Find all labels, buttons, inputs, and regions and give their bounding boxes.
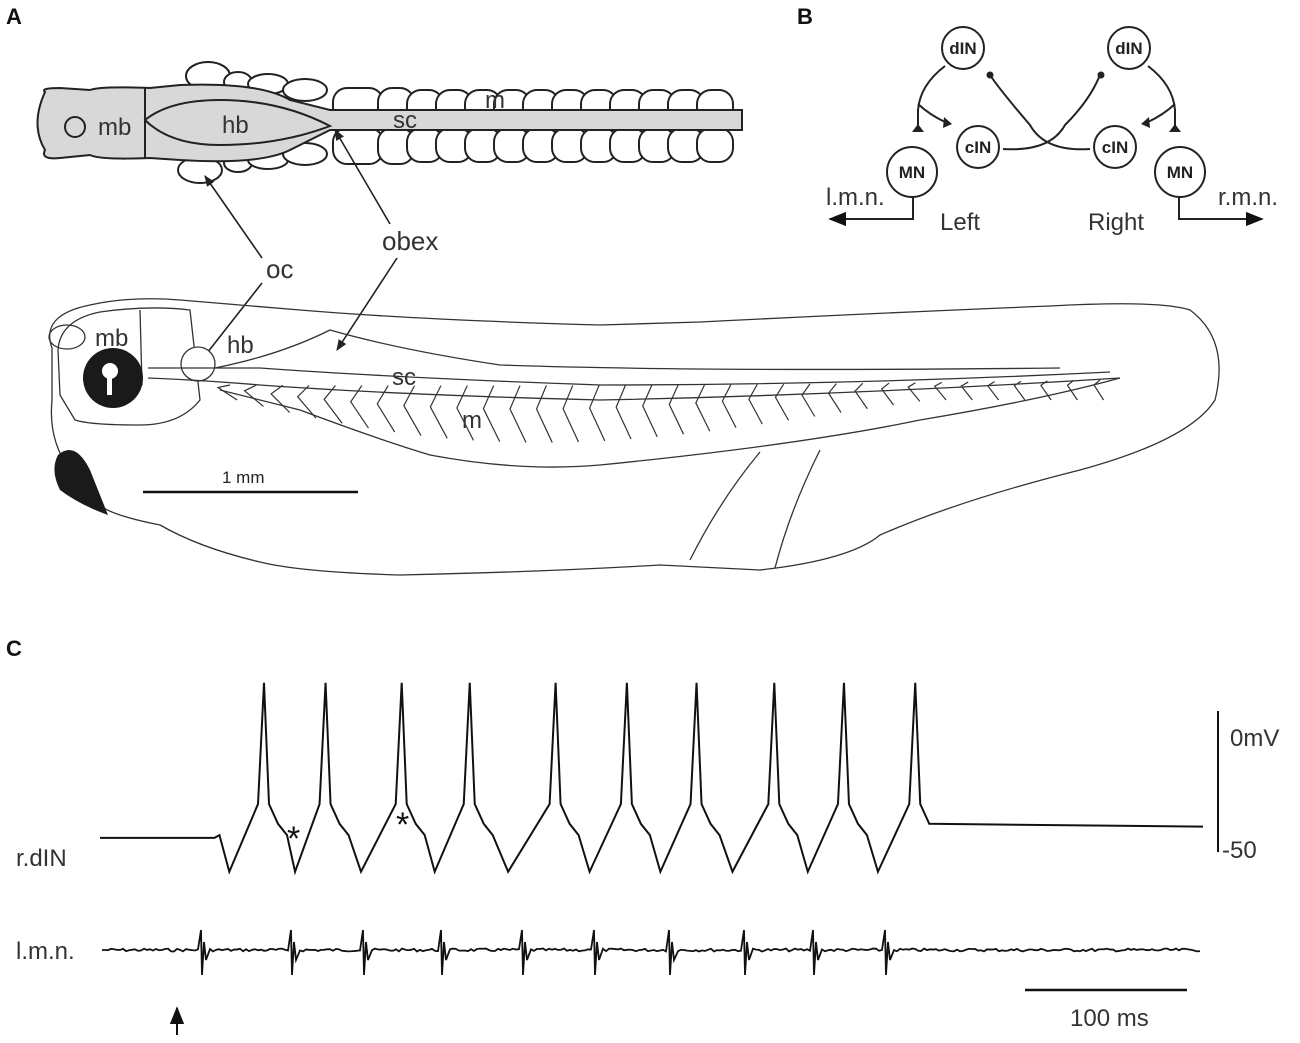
myotome-chevron (801, 383, 816, 417)
node-left-dIN: dIN (949, 39, 976, 58)
lateral-view-tadpole: mb hb sc m (48, 298, 1220, 576)
head-inner-outline (57, 307, 201, 426)
dorsal-label-sc: sc (393, 107, 417, 134)
side-right-label: Right (1088, 209, 1144, 236)
myotome-chevron (986, 381, 1000, 401)
myotome-chevron (721, 384, 737, 429)
myotome-chevron (482, 385, 501, 443)
dorsal-label-mb: mb (98, 114, 131, 141)
myotome-chevron (323, 385, 343, 424)
trace-label-lmn: l.m.n. (16, 938, 75, 965)
node-right-MN: MN (1167, 163, 1193, 182)
lateral-body-outline (49, 298, 1220, 576)
myotome-chevron (748, 384, 763, 425)
side-left-label: Left (940, 209, 980, 236)
myotome-chevron (350, 385, 369, 429)
panel-a-letter: A (6, 4, 22, 29)
trace-lmn (101, 929, 1201, 976)
cement-gland (54, 450, 108, 515)
label-oc: oc (266, 254, 293, 284)
myotome-chevron (960, 381, 973, 401)
myotome-chevron (642, 384, 658, 438)
myotome-chevron (907, 382, 921, 402)
output-left-lmn: l.m.n. (826, 184, 885, 211)
myotome-chevron (296, 384, 317, 419)
eye (83, 348, 143, 408)
dorsal-view-tadpole: mb hb sc m (36, 61, 743, 184)
voltage-scale-bottom: -50 (1222, 837, 1257, 864)
myotome-chevron (562, 385, 580, 443)
myotome-chevron (535, 385, 553, 443)
myotome-chevron (1066, 379, 1078, 401)
lateral-label-mb: mb (95, 325, 128, 352)
trace-label-rdin: r.dIN (16, 845, 67, 872)
myotome-chevron (429, 385, 448, 439)
node-left-MN: MN (899, 163, 925, 182)
dorsal-label-m: m (485, 87, 505, 114)
myotomes (216, 379, 1105, 443)
myotome-chevron (456, 385, 475, 441)
myotome-chevron (695, 384, 711, 432)
time-scale-label: 100 ms (1070, 1005, 1149, 1032)
myotome-chevron (1040, 380, 1052, 401)
label-obex: obex (382, 226, 438, 256)
traces (100, 682, 1204, 976)
myotome-chevron (1093, 379, 1105, 401)
myotome-chevron (827, 383, 842, 413)
lateral-otic-capsule (180, 346, 216, 382)
panel-c-letter: C (6, 636, 22, 661)
lateral-label-sc: sc (392, 364, 416, 391)
panel-b-letter: B (797, 4, 813, 29)
voltage-scale-top: 0mV (1230, 725, 1279, 752)
circuit-diagram (828, 26, 1264, 227)
lateral-label-hb: hb (227, 332, 254, 359)
node-right-dIN: dIN (1115, 39, 1142, 58)
asterisk-2: * (396, 806, 409, 844)
dorsal-label-hb: hb (222, 112, 249, 139)
node-right-cIN: cIN (1102, 138, 1128, 157)
myotome-chevron (880, 382, 895, 406)
myotome-chevron (270, 384, 291, 413)
pointer-arrows (199, 129, 398, 363)
trace-rdin (100, 682, 1204, 876)
myotome-chevron (774, 383, 790, 421)
myotome-chevron (933, 381, 947, 401)
myotome-chevron (615, 384, 632, 440)
myotome-chevron (403, 385, 422, 436)
dorsal-otic-capsule (64, 116, 86, 138)
asterisk-1: * (287, 820, 300, 858)
scale-bar-1mm-label: 1 mm (222, 468, 265, 487)
node-left-cIN: cIN (965, 138, 991, 157)
myotome-chevron (588, 385, 606, 442)
myotome-chevron (376, 385, 396, 433)
myotome-chevron (1013, 380, 1026, 401)
lateral-label-m: m (462, 407, 482, 434)
dorsal-brain-outline (36, 83, 743, 163)
output-right-rmn: r.m.n. (1218, 184, 1278, 211)
myotome-chevron (668, 384, 685, 435)
myotome-chevron (216, 384, 238, 401)
myotome-chevron (243, 384, 264, 407)
myotome-chevron (509, 385, 527, 443)
myotome-chevron (854, 382, 868, 410)
